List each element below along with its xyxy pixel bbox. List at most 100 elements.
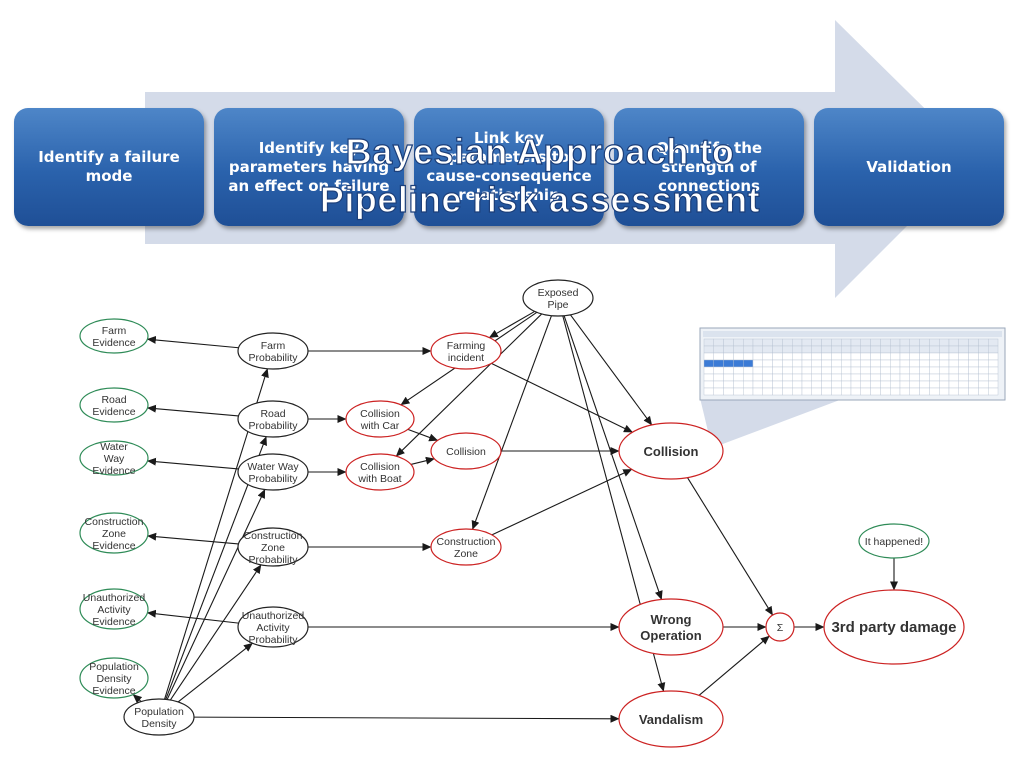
node-shape (79, 657, 149, 699)
cpt-cell (899, 352, 911, 361)
edge-waterway-probability-to-waterway-evidence (146, 457, 239, 470)
cpt-cell (713, 387, 724, 396)
cpt-cell (723, 338, 734, 347)
cpt-cell (929, 380, 940, 389)
cpt-cell (870, 380, 881, 389)
node-shape (79, 588, 149, 630)
step-label: Identify a failure mode (38, 148, 180, 185)
cpt-cell (890, 338, 901, 347)
cpt-cell (821, 373, 832, 382)
cpt-cell (811, 380, 822, 389)
cpt-cell (909, 387, 920, 396)
node-collision[interactable]: Collision (618, 422, 724, 480)
cpt-cell (723, 373, 734, 382)
cpt-cell (948, 366, 960, 375)
cpt-cell (919, 387, 930, 396)
cpt-cell (968, 387, 979, 396)
edge-collision-car-to-collision-small (407, 428, 439, 442)
step-identify-key-parameters[interactable]: Identify key parameters having an effect… (214, 108, 404, 226)
cpt-cell (792, 359, 803, 368)
cpt-cell (733, 366, 744, 375)
step-label: Link key parameters to cause-consequence… (426, 129, 592, 204)
step-validation[interactable]: Validation (814, 108, 1004, 226)
cpt-cell (762, 373, 773, 382)
step-quantify-strength[interactable]: Quantify the strength of connections (614, 108, 804, 226)
cpt-cell (752, 366, 764, 375)
cpt-cell (929, 373, 940, 382)
cpt-cell (929, 338, 940, 347)
cpt-cell (831, 352, 842, 361)
node-shape (618, 422, 724, 480)
cpt-cell (743, 352, 754, 361)
cpt-cell (752, 345, 764, 354)
cpt-cell (743, 359, 754, 368)
node-shape (522, 279, 594, 317)
step-link-key-parameters[interactable]: Link key parameters to cause-consequence… (414, 108, 604, 226)
cpt-cell (899, 338, 911, 347)
cpt-cell (792, 345, 803, 354)
node-it-happened[interactable]: It happened! (858, 523, 930, 559)
edge-construction-probability-to-construction-evidence (147, 532, 239, 545)
cpt-cell (948, 373, 960, 382)
node-shape (237, 332, 309, 370)
cpt-cell (713, 352, 724, 361)
cpt-cell (958, 338, 969, 347)
cpt-cell (948, 387, 960, 396)
edge-exposed-pipe-to-collision (569, 314, 653, 426)
cpt-cell (752, 387, 764, 396)
cpt-cell (821, 366, 832, 375)
cpt-cell (968, 345, 979, 354)
node-vandalism[interactable]: Vandalism (618, 690, 724, 748)
cpt-cell (713, 338, 724, 347)
cpt-cell (811, 359, 822, 368)
node-collision-small[interactable]: Collision (430, 432, 502, 470)
node-label: Collision (644, 444, 699, 459)
cpt-cell (841, 387, 852, 396)
cpt-cell (713, 345, 724, 354)
cpt-cell (792, 338, 803, 347)
edge-exposed-pipe-to-construction-zone (471, 315, 552, 530)
cpt-cell (772, 359, 783, 368)
cpt-cell (939, 359, 950, 368)
edge-farm-probability-to-farm-evidence (146, 335, 239, 349)
cpt-cell (831, 366, 842, 375)
cpt-cell (860, 338, 871, 347)
cpt-cell (713, 359, 724, 368)
node-shape (79, 387, 149, 423)
cpt-cell (801, 338, 813, 347)
node-third-party-damage[interactable]: 3rd party damage (823, 589, 965, 665)
node-sum[interactable]: Σ (765, 612, 795, 642)
cpt-cell (792, 387, 803, 396)
cpt-cell (703, 352, 715, 361)
table-callout (700, 398, 845, 448)
cpt-cell (919, 380, 930, 389)
cpt-cell (850, 373, 862, 382)
cpt-cell (752, 359, 764, 368)
cpt-cell (929, 387, 940, 396)
cpt-cell (919, 352, 930, 361)
cpt-cell (733, 352, 744, 361)
step-identify-failure-mode[interactable]: Identify a failure mode (14, 108, 204, 226)
cpt-cell (919, 373, 930, 382)
